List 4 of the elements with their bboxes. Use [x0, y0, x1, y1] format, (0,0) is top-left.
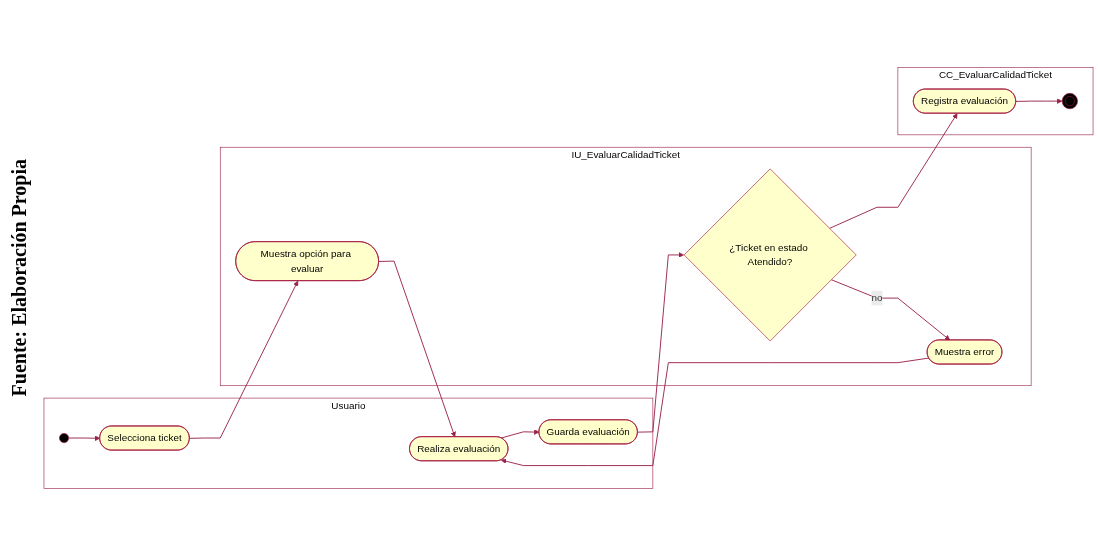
- node-diamond: ¿Ticket en estado Atendido?: [683, 168, 857, 342]
- caption: Fuente: Elaboración Propia: [8, 159, 31, 397]
- node-circle: [59, 433, 69, 443]
- edge-label: no: [871, 292, 883, 304]
